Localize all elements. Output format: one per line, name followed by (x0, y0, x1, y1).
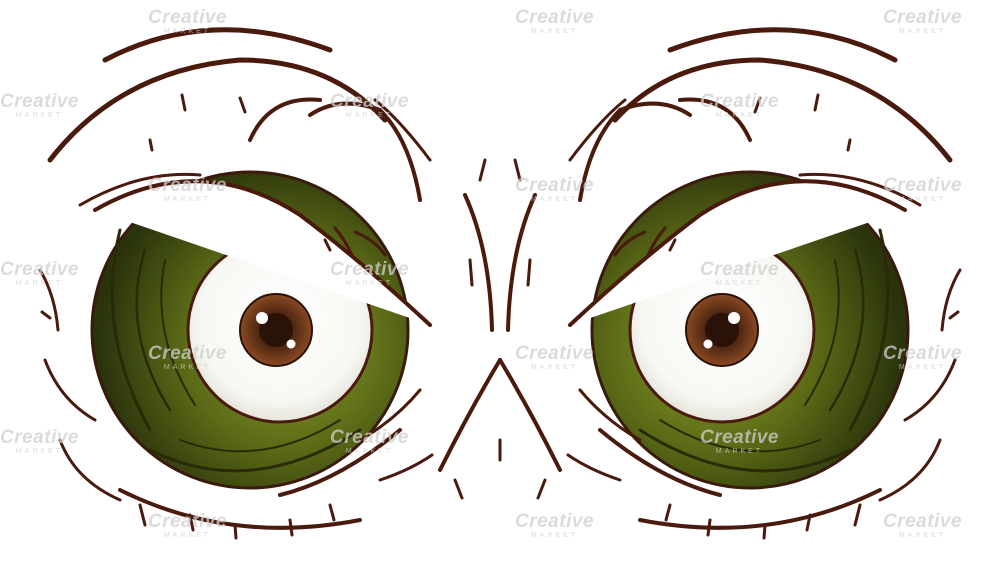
right-brow-lines (568, 27, 962, 502)
left-under-eye-lines (118, 388, 434, 540)
center-brow-lines (438, 158, 562, 500)
left-upper-lid (93, 179, 432, 327)
left-brow-lines (38, 27, 432, 502)
right-under-eye-lines (566, 388, 882, 540)
right-upper-lid (568, 179, 907, 327)
right-pupil-highlight (728, 312, 740, 324)
left-pupil-highlight (256, 312, 268, 324)
